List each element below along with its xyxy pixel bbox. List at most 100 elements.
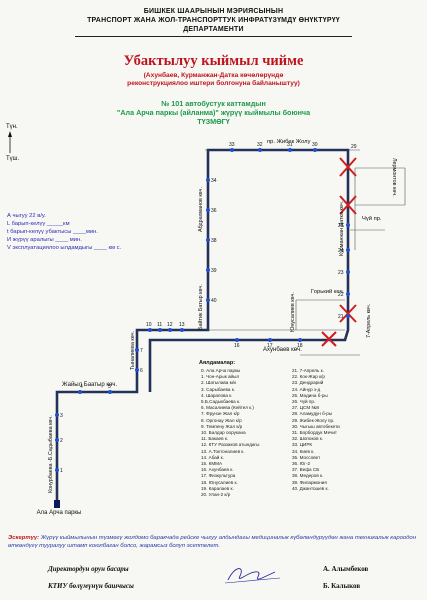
legend-stop-item: 15. КММА <box>201 461 223 467</box>
legend-stop-item: 12. КТУ Раззаков атындагы <box>201 442 260 448</box>
svg-text:25: 25 <box>338 223 344 229</box>
note-block: Эскертүү: Жүрүү кыймылынын түзмөгү жолдо… <box>8 534 420 550</box>
compass-arrow-head <box>8 131 12 137</box>
legend-stop-item: 36. Юг-2 <box>292 461 311 467</box>
svg-text:7: 7 <box>140 348 143 354</box>
legend-stop-item: 22. Кок-Жар к/р <box>292 374 325 380</box>
svg-text:30: 30 <box>312 142 318 148</box>
page-title: Убактылуу кыймыл чийме <box>123 53 304 69</box>
route-line-3: ТҮЗМӨГҮ <box>197 117 230 126</box>
street-zhaiyl-baatyr: Жайыл Баатыр көч. <box>62 382 118 388</box>
legend-stop-item: 11. Бакаев к. <box>201 436 229 442</box>
street-tynalieva: Тыналиева көч. <box>130 330 136 370</box>
svg-text:16: 16 <box>234 343 240 349</box>
svg-text:13: 13 <box>179 322 185 328</box>
legend-title: Аялдамалар: <box>199 360 236 366</box>
svg-text:17: 17 <box>267 343 273 349</box>
note-text: Жүрүү кыймылынын түзмөгү жолдомо баракча… <box>8 535 416 549</box>
street-konurbaev: Конурбаева -Б.Садыбаева көч. <box>48 415 54 493</box>
svg-text:39: 39 <box>211 268 217 274</box>
street-7-april: 7-Апрель көч. <box>366 303 372 338</box>
legend-stop-item: 14. Абай к. <box>201 454 224 460</box>
legend-stop-item: 17. Физкультура <box>201 473 236 479</box>
street-lermontov: Лермонтов көч. <box>391 158 397 197</box>
legend-stop-item: 24. Айнур з-д <box>292 386 321 392</box>
legend-stop-item: 23. Дендрарий <box>292 380 324 386</box>
legend-stop-item: 3. Сарыбаева к. <box>201 386 236 392</box>
svg-text:34: 34 <box>211 178 217 184</box>
svg-text:10: 10 <box>146 322 152 328</box>
svg-text:32: 32 <box>257 142 263 148</box>
subtitle-line-1: (Ахунбаев, Курманжан-Датка көчөлөрүндө <box>143 72 284 79</box>
legend-stop-item: 27. ЦСМ №8 <box>292 405 319 411</box>
svg-text:11: 11 <box>157 322 162 328</box>
street-gorky: Горький көч. <box>311 289 345 295</box>
street-lines <box>200 149 406 356</box>
street-zhibek-zholu: пр. Жибек Жолу <box>267 139 311 145</box>
svg-text:5: 5 <box>108 384 111 390</box>
legend-stop-item: 13. А.Токтоналиев к. <box>201 448 245 454</box>
compass-south-label: Түш. <box>6 156 20 162</box>
terminal-ala-archa-park: Ала Арча паркы <box>36 510 82 516</box>
street-chui: Чүй пр. <box>362 216 382 222</box>
header-line-1: БИШКЕК ШААРЫНЫН МЭРИЯСЫНЫН <box>143 8 284 15</box>
legend-stop-item: 39. Филармония <box>292 479 327 485</box>
svg-text:22: 22 <box>338 292 344 298</box>
svg-text:24: 24 <box>338 248 344 254</box>
legend-stop-item: 35. Моссовет <box>292 454 321 460</box>
signature-role-1: Директордун орун басары <box>48 565 129 573</box>
legend-stop-item: 5.Б.Садыкбаева к. <box>201 399 241 405</box>
signature-role-2: КТИУ бөлүмүнүн башчысы <box>48 582 134 590</box>
note-label: Эскертүү: <box>8 535 40 541</box>
svg-text:23: 23 <box>338 270 344 276</box>
info-line-1: А чыгуу 22 в/у. <box>7 213 46 219</box>
legend-stop-item: 0. Ала Арча паркы <box>201 368 241 373</box>
legend-stop-item: 10. Балдар оорукана <box>201 430 246 436</box>
svg-text:18: 18 <box>297 343 303 349</box>
svg-text:12: 12 <box>167 322 173 328</box>
svg-text:1: 1 <box>60 468 63 474</box>
info-line-2: L барып-келүү _____км <box>7 221 70 227</box>
svg-text:38: 38 <box>211 238 217 244</box>
street-akhunbaev: Ахунбаев көч. <box>263 347 302 353</box>
header-divider <box>75 36 352 37</box>
svg-text:31: 31 <box>287 142 293 148</box>
svg-text:21: 21 <box>338 314 344 320</box>
svg-text:6: 6 <box>140 368 143 374</box>
subtitle-line-2: реконструкциялоо иштери болгонуна байлан… <box>127 80 300 87</box>
svg-text:2: 2 <box>60 438 63 444</box>
legend-stop-item: 2. Шатылава м/к <box>201 380 237 386</box>
legend-stop-item: 38. Медеров к. <box>292 473 324 479</box>
street-yunusaliev: Юнусалиев көч. <box>290 292 296 332</box>
svg-text:40: 40 <box>211 298 217 304</box>
legend-stop-item: 9. Темпену Жал к/р <box>201 423 243 429</box>
svg-text:36: 36 <box>211 208 217 214</box>
legend-stop-item: 26. Чүй пр. <box>292 399 316 405</box>
info-line-3: t барып-келүү убактысы ____мин. <box>7 229 98 235</box>
legend-stop-item: 40. Джантошев к. <box>292 485 329 491</box>
legend-stop-item: 21. 7-Апрель к. <box>292 368 324 373</box>
stop-markers <box>54 148 350 508</box>
svg-text:33: 33 <box>229 142 235 148</box>
bus-route-return <box>148 338 208 392</box>
legend-stop-item: 1. Чон-Арык айыл <box>201 374 240 380</box>
svg-text:29: 29 <box>351 144 357 150</box>
info-line-4: И жүрүү аралыгы ____ мин. <box>7 237 82 243</box>
street-abdrakhmanov: Абдрахманов көч. <box>198 187 204 232</box>
info-line-5: V эксплуатациялоо ылдамдыгы ____ км с. <box>7 245 122 251</box>
header-line-3: ДЕПАРТАМЕНТИ <box>183 26 244 33</box>
compass-north-label: Түн. <box>6 124 18 130</box>
street-baitik-baatyr: Байтик Батыр көч. <box>198 284 204 330</box>
header-line-2: ТРАНСПОРТ ЖАНА ЖОЛ-ТРАНСПОРТТУК ИНФРАТҮЗ… <box>87 17 340 24</box>
legend-stop-item: 30. Чыгыш автобекети <box>292 423 340 429</box>
signature-name-2: Б. Калыков <box>323 582 361 590</box>
legend-stop-item: 19. Каралаев к. <box>201 485 234 491</box>
legend-stop-item: 29. Жибек-Жолу пр. <box>292 417 335 423</box>
legend-stop-item: 33. ЦИРК <box>292 442 313 448</box>
legend-stop-item: 18. Юнусалиев к. <box>201 479 238 485</box>
closure-marks <box>321 157 357 347</box>
legend-stop-item: 37. Вефа СБ <box>292 467 320 473</box>
legend-stop-item: 7. Фрунзе Жал к/р <box>201 411 240 417</box>
